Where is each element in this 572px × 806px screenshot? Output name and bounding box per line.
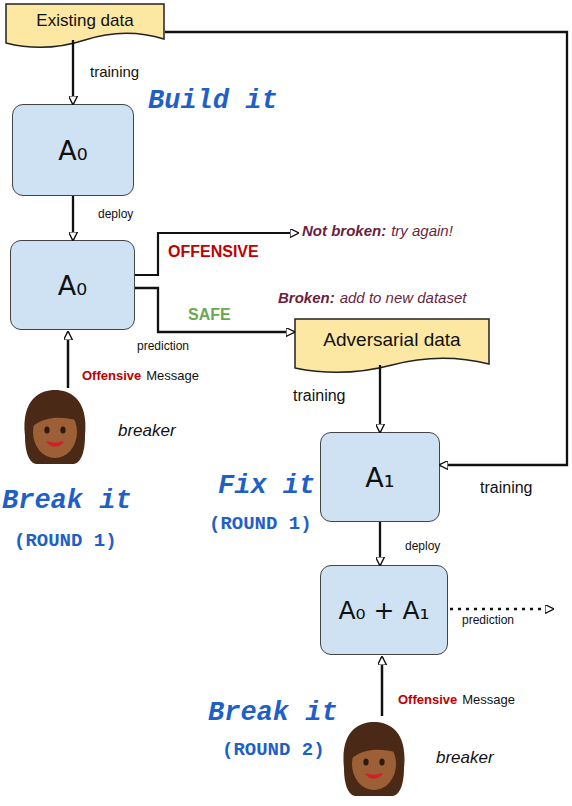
document-shape: Adversarial data (294, 318, 490, 374)
flow-arrow (165, 32, 567, 465)
label-group: OFFENSIVE (168, 243, 259, 261)
flow-arrow (379, 522, 381, 565)
outcome-note: try again! (391, 222, 453, 239)
label-group: Not broken: try again! (302, 222, 453, 239)
edge-label: deploy (98, 207, 133, 221)
label-group: Offensive Message (82, 368, 199, 383)
prediction-arrow (450, 608, 553, 611)
flow-arrow (135, 288, 294, 332)
label-group: prediction (137, 339, 189, 353)
label-group: (ROUND 1) (209, 513, 312, 535)
flow-arrow (72, 196, 74, 240)
stage-title: Build it (148, 86, 278, 116)
message-label: Offensive (82, 368, 141, 383)
node-content: A₁ (321, 433, 439, 521)
label-group: breaker (436, 748, 494, 768)
role-label: breaker (118, 421, 176, 441)
node-text: A₀ (58, 270, 87, 301)
label-group: Break it (2, 486, 132, 516)
offensive-arrow (135, 233, 298, 275)
node-content: Adversarial data (294, 318, 490, 374)
outcome-note: Not broken: (302, 222, 386, 239)
node-text: A₀ (58, 135, 87, 166)
edge-label: SAFE (188, 306, 231, 324)
model-box: A₁ (320, 432, 440, 522)
edge-label: deploy (405, 539, 440, 553)
node-content: Existing data (5, 3, 165, 49)
stage-title: Fix it (218, 471, 315, 501)
message-arrow (67, 332, 70, 388)
flow-arrow (379, 365, 381, 432)
stage-title: Break it (208, 698, 338, 728)
label-group: (ROUND 2) (222, 739, 325, 761)
document-outline (6, 4, 164, 47)
round-label: (ROUND 1) (14, 530, 117, 552)
label-group: (ROUND 1) (14, 530, 117, 552)
role-label: breaker (436, 748, 494, 768)
model-box: A₀ (10, 240, 135, 330)
label-group: Build it (148, 86, 278, 116)
stage-title: Break it (2, 486, 132, 516)
message-label: Message (146, 368, 199, 383)
outcome-label: OFFENSIVE (168, 243, 259, 261)
message-label: Message (462, 692, 515, 707)
message-arrow (381, 657, 384, 716)
outcome-note: Broken: (278, 289, 335, 306)
edge-label: training (90, 63, 139, 80)
label-group: prediction (462, 613, 514, 627)
label-group: Offensive Message (398, 692, 515, 707)
arrow-label: prediction (462, 613, 514, 627)
label-group: Broken: add to new dataset (278, 289, 466, 306)
node-content: A₀ + A₁ (321, 566, 447, 654)
node-text: A₁ (365, 462, 394, 493)
document-shape: Existing data (5, 3, 165, 49)
edge-label: training (480, 479, 532, 497)
edge-label: training (293, 387, 345, 405)
node-content: A₀ (13, 105, 133, 195)
breaker-face (343, 722, 404, 796)
label-group: breaker (118, 421, 176, 441)
document-outline (295, 319, 489, 372)
breaker-face (24, 390, 85, 464)
round-label: (ROUND 1) (209, 513, 312, 535)
model-box: A₀ (12, 104, 134, 196)
flow-arrow (72, 40, 74, 104)
label-group: Break it (208, 698, 338, 728)
node-text: A₀ + A₁ (338, 596, 429, 625)
model-box: A₀ + A₁ (320, 565, 448, 655)
round-label: (ROUND 2) (222, 739, 325, 761)
message-label: Offensive (398, 692, 457, 707)
node-text: Existing data (36, 11, 133, 31)
label-group: Fix it (218, 471, 315, 501)
node-text: Adversarial data (323, 329, 460, 351)
node-content: A₀ (11, 241, 134, 329)
outcome-note: add to new dataset (340, 289, 467, 306)
arrow-label: prediction (137, 339, 189, 353)
